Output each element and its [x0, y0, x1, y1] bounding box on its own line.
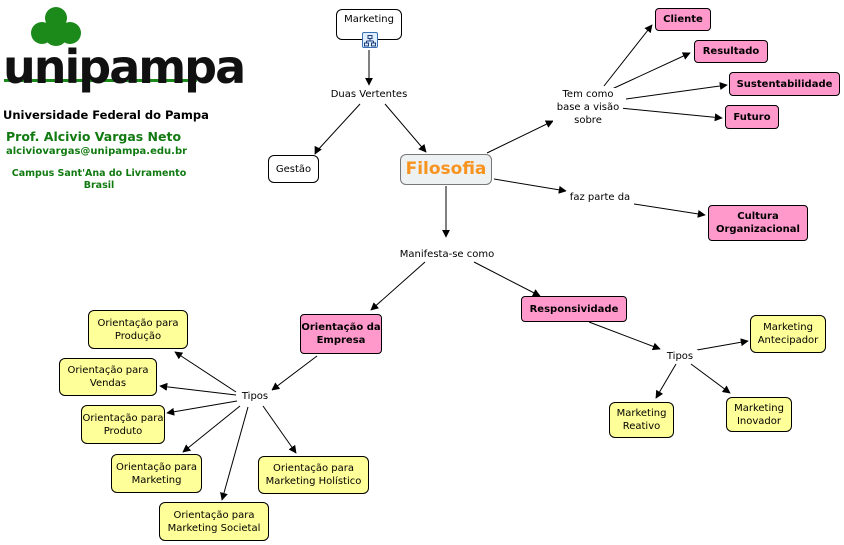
node-or-societal[interactable]: Orientação para Marketing Societal: [159, 502, 269, 541]
node-futuro[interactable]: Futuro: [725, 105, 779, 129]
node-cliente[interactable]: Cliente: [655, 8, 711, 31]
node-orientacao-empresa[interactable]: Orientação da Empresa: [300, 314, 382, 354]
link-tipos-right: Tipos: [662, 350, 698, 363]
node-resultado[interactable]: Resultado: [694, 40, 768, 63]
node-or-vendas[interactable]: Orientação para Vendas: [59, 358, 157, 396]
node-cultura[interactable]: Cultura Organizacional: [708, 205, 808, 241]
node-responsividade[interactable]: Responsividade: [521, 296, 627, 322]
link-tipos-left: Tipos: [238, 390, 272, 403]
node-or-holistico[interactable]: Orientação para Marketing Holístico: [258, 456, 369, 494]
brand-wordmark: unipampa: [3, 40, 246, 94]
node-mk-antecipador[interactable]: Marketing Antecipador: [750, 315, 826, 353]
node-filosofia[interactable]: Filosofia: [400, 154, 492, 185]
link-duas-vertentes: Duas Vertentes: [326, 88, 412, 101]
node-or-marketing[interactable]: Orientação para Marketing: [111, 454, 202, 493]
node-mk-inovador[interactable]: Marketing Inovador: [726, 397, 792, 432]
campus-line: Campus Sant'Ana do Livramento: [11, 168, 187, 179]
link-manifesta: Manifesta-se como: [397, 248, 497, 261]
campus-info: Campus Sant'Ana do Livramento Brasil: [4, 168, 194, 193]
link-tem-como: Tem como base a visão sobre: [553, 88, 623, 127]
node-or-produto[interactable]: Orientação para Produto: [81, 405, 165, 444]
node-sustentabilidade[interactable]: Sustentabilidade: [729, 72, 840, 96]
country-line: Brasil: [83, 180, 115, 192]
submap-icon[interactable]: [362, 32, 378, 48]
node-mk-reativo[interactable]: Marketing Reativo: [609, 402, 674, 438]
node-or-producao[interactable]: Orientação para Produção: [88, 310, 188, 349]
node-gestao[interactable]: Gestão: [268, 155, 319, 183]
professor-name: Prof. Alcivio Vargas Neto: [6, 129, 182, 144]
link-faz-parte: faz parte da: [566, 191, 634, 204]
node-label: Marketing: [344, 14, 394, 25]
university-name: Universidade Federal do Pampa: [3, 108, 209, 122]
unipampa-logo: [4, 4, 204, 112]
professor-email[interactable]: alciviovargas@unipampa.edu.br: [6, 146, 188, 157]
